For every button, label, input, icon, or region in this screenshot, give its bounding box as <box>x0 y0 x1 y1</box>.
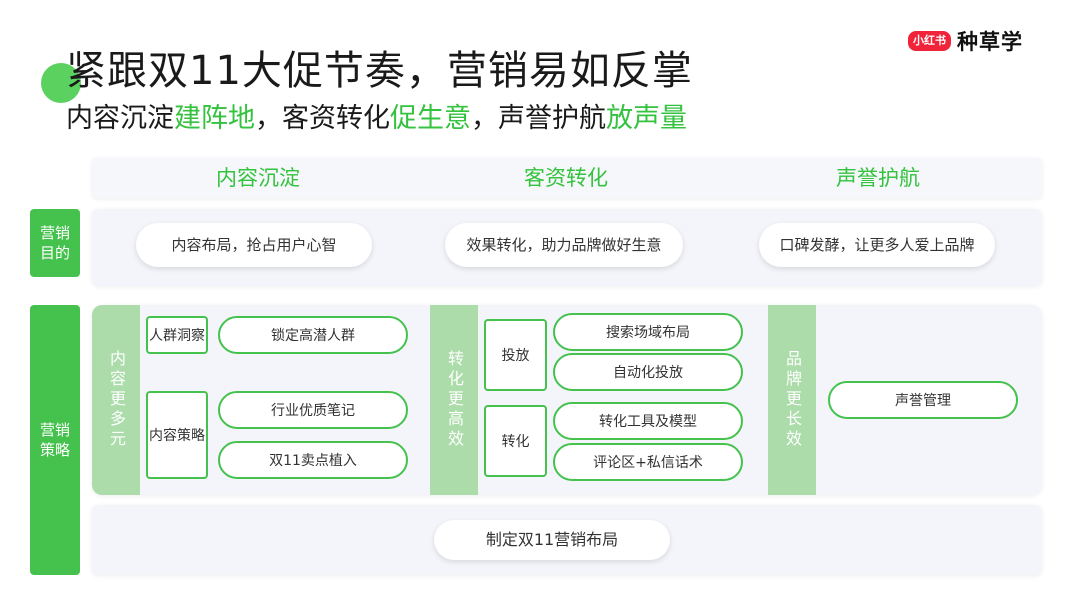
subtitle-part: 内容沉淀 <box>66 103 174 134</box>
page-subtitle: 内容沉淀建阵地，客资转化促生意，声誉护航放声量 <box>66 101 687 137</box>
item-pill: 评论区+私信话术 <box>553 443 743 481</box>
column-header-content: 内容沉淀 <box>216 166 300 190</box>
item-pill: 转化工具及模型 <box>553 402 743 440</box>
item-pill: 自动化投放 <box>553 353 743 391</box>
row-label-goal: 营销目的 <box>30 209 80 277</box>
group-label-audience-insight: 人群洞察 <box>146 316 208 354</box>
band-reputation: 品牌更长效 <box>768 305 816 495</box>
group-label-conversion: 转化 <box>484 405 547 477</box>
page-title: 紧跟双11大促节奏，营销易如反掌 <box>66 48 693 94</box>
subtitle-highlight: 建阵地 <box>174 103 255 134</box>
item-pill: 双11卖点植入 <box>218 441 408 479</box>
column-header-reputation: 声誉护航 <box>836 166 920 190</box>
band-content: 内容更多元 <box>92 305 140 495</box>
goal-pill-reputation: 口碑发酵，让更多人爱上品牌 <box>759 223 995 267</box>
logo-text: 种草学 <box>957 30 1023 54</box>
subtitle-highlight: 放声量 <box>606 103 687 134</box>
item-pill: 搜索场域布局 <box>553 313 743 351</box>
row-label-strategy: 营销策略 <box>30 305 80 575</box>
subtitle-part: ，声誉护航 <box>471 103 606 134</box>
goal-pill-content: 内容布局，抢占用户心智 <box>136 223 372 267</box>
subtitle-highlight: 促生意 <box>390 103 471 134</box>
logo-badge: 小红书 <box>908 31 951 51</box>
goal-panel: 内容布局，抢占用户心智 效果转化，助力品牌做好生意 口碑发酵，让更多人爱上品牌 <box>92 209 1042 286</box>
item-pill: 声誉管理 <box>828 381 1018 419</box>
group-label-ad-delivery: 投放 <box>484 319 547 391</box>
item-pill: 锁定高潜人群 <box>218 316 408 354</box>
column-header-bar: 内容沉淀 客资转化 声誉护航 <box>92 158 1042 198</box>
bottom-pill: 制定双11营销布局 <box>434 520 670 560</box>
group-label-content-strategy: 内容策略 <box>146 391 208 479</box>
goal-pill-conversion: 效果转化，助力品牌做好生意 <box>445 223 683 267</box>
subtitle-part: ，客资转化 <box>255 103 390 134</box>
strategy-panel: 内容更多元 人群洞察 锁定高潜人群 内容策略 行业优质笔记 双11卖点植入 转化… <box>92 305 1042 495</box>
decorative-circle <box>41 63 81 103</box>
band-conversion: 转化更高效 <box>430 305 478 495</box>
item-pill: 行业优质笔记 <box>218 391 408 429</box>
column-header-conversion: 客资转化 <box>524 166 608 190</box>
brand-logo: 小红书 种草学 <box>908 26 1023 56</box>
bottom-panel: 制定双11营销布局 <box>92 505 1042 575</box>
